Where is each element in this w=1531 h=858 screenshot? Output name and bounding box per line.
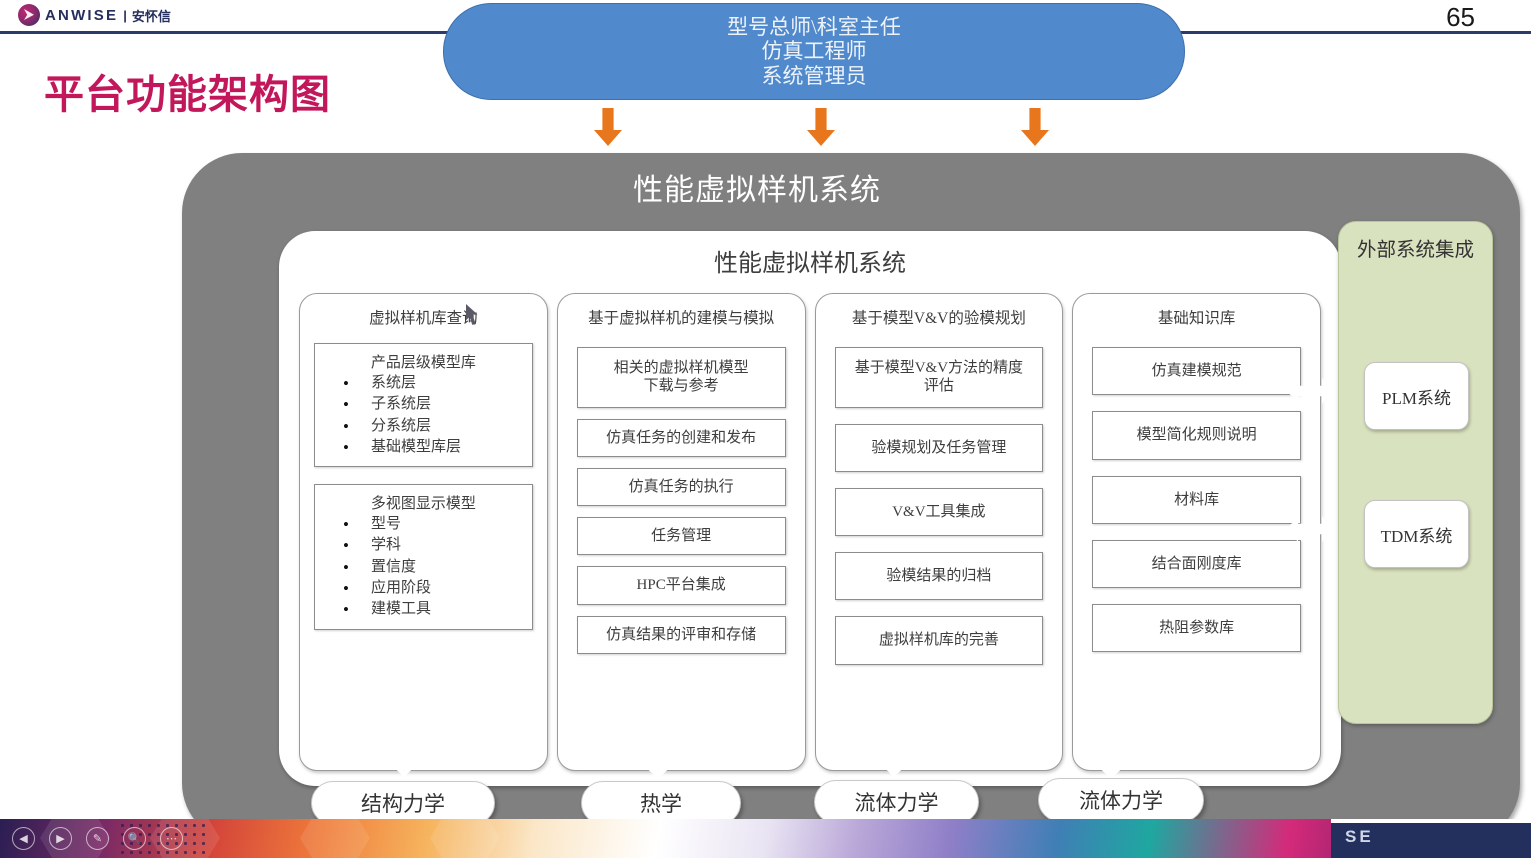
group-multiview-display-model[interactable]: 多视图显示模型 型号 学科 置信度 应用阶段 建模工具 — [314, 484, 533, 630]
cell-item[interactable]: 虚拟样机库的完善 — [834, 616, 1044, 665]
cell-item[interactable]: HPC平台集成 — [576, 566, 786, 605]
down-arrow-icon-1 — [594, 108, 622, 146]
cell-item[interactable]: 任务管理 — [576, 517, 786, 556]
column-virtual-prototype-query[interactable]: 虚拟样机库查询 产品层级模型库 系统层 子系统层 分系统层 基础模型库层 — [299, 293, 548, 771]
column-knowledge-base[interactable]: 基础知识库 仿真建模规范 模型简化规则说明 材料库 结合面刚度库 热阻参数库 — [1072, 293, 1321, 771]
prev-icon[interactable]: ◀ — [12, 827, 35, 850]
bidirectional-arrow-icon-plm — [1287, 378, 1333, 404]
down-arrow-icon-2 — [807, 108, 835, 146]
list-item: 学科 — [343, 534, 530, 558]
inner-panel-title: 性能虚拟样机系统 — [714, 251, 906, 277]
brand-chinese-text: 安怀信 — [131, 8, 171, 24]
group-heading-1: 产品层级模型库 — [370, 355, 476, 371]
mouse-cursor-icon — [466, 304, 480, 325]
bidirectional-arrow-icon-d1 — [391, 729, 417, 777]
group-list-1: 系统层 子系统层 分系统层 基础模型库层 — [317, 372, 530, 460]
group-heading-2: 多视图显示模型 — [370, 496, 476, 513]
list-item: 系统层 — [343, 372, 530, 396]
page-number: 65 — [1446, 2, 1475, 32]
discipline-fluid-mechanics-2[interactable]: 流体力学 — [1038, 778, 1204, 822]
cell-item[interactable]: V&V工具集成 — [834, 487, 1044, 537]
bidirectional-arrow-icon-tdm — [1287, 516, 1333, 542]
page-title: 平台功能架构图 — [44, 73, 331, 117]
cell-item[interactable]: 验模结果的归档 — [834, 552, 1044, 601]
cell-list-4: 仿真建模规范 模型简化规则说明 材料库 结合面刚度库 热阻参数库 — [1073, 330, 1320, 653]
list-item: 应用阶段 — [343, 577, 530, 601]
discipline-thermal[interactable]: 热学 — [581, 781, 741, 825]
anwise-logo-mark — [18, 4, 40, 26]
list-item: 基础模型库层 — [343, 436, 530, 460]
down-arrow-icon-3 — [1021, 108, 1049, 146]
cell-list-2: 相关的虚拟样机模型 下载与参考 仿真任务的创建和发布 仿真任务的执行 任务管理 … — [558, 330, 805, 655]
external-system-tdm[interactable]: TDM系统 — [1364, 500, 1469, 568]
cell-item[interactable]: 仿真任务的执行 — [576, 467, 786, 507]
discipline-fluid-mechanics-1[interactable]: 流体力学 — [814, 780, 979, 824]
external-system-integration-panel: 外部系统集成 PLM系统 TDM系统 — [1338, 221, 1493, 724]
cell-item[interactable]: 热阻参数库 — [1092, 604, 1301, 653]
function-columns: 虚拟样机库查询 产品层级模型库 系统层 子系统层 分系统层 基础模型库层 — [299, 293, 1321, 771]
slideshow-toolbar[interactable]: ◀ ▶ ✎ 🔍 ⋯ SE — [0, 819, 1531, 858]
column-vv-validation-planning[interactable]: 基于模型V&V的验模规划 基于模型V&V方法的精度 评估 验模规划及任务管理 V… — [814, 293, 1064, 771]
pen-icon[interactable]: ✎ — [86, 827, 109, 850]
cell-item[interactable]: 验模规划及任务管理 — [834, 423, 1044, 472]
anwise-logo: ANWISE | 安怀信 — [18, 4, 171, 26]
column-title-1: 虚拟样机库查询 — [369, 310, 478, 327]
toolbar-notch — [1331, 819, 1531, 823]
role-line-3: 系统管理员 — [761, 63, 867, 88]
slideshow-control-icons: ◀ ▶ ✎ 🔍 ⋯ — [12, 827, 183, 850]
cell-item[interactable]: 结合面刚度库 — [1092, 539, 1301, 589]
list-item: 置信度 — [343, 556, 530, 580]
inner-white-panel: 性能虚拟样机系统 虚拟样机库查询 产品层级模型库 系统层 子系统层 分系统层 基… — [279, 231, 1341, 786]
toolbar-hex-decor-4 — [430, 819, 500, 858]
toolbar-right-label: SE — [1345, 827, 1374, 846]
list-item: 分系统层 — [343, 415, 530, 439]
column-title-4: 基础知识库 — [1157, 310, 1236, 327]
role-line-2: 仿真工程师 — [761, 39, 867, 64]
list-item: 建模工具 — [343, 598, 530, 622]
group-product-hierarchy-library[interactable]: 产品层级模型库 系统层 子系统层 分系统层 基础模型库层 — [314, 343, 533, 468]
discipline-structural-mechanics[interactable]: 结构力学 — [311, 781, 495, 825]
list-item: 型号 — [343, 513, 530, 537]
bidirectional-arrow-icon-d4 — [1098, 731, 1124, 779]
bidirectional-arrow-icon-d3 — [881, 729, 907, 777]
toolbar-right-block: SE — [1331, 819, 1531, 858]
cell-item[interactable]: 相关的虚拟样机模型 下载与参考 — [576, 347, 786, 408]
zoom-icon[interactable]: 🔍 — [123, 827, 146, 850]
cell-item[interactable]: 材料库 — [1092, 475, 1301, 524]
column-title-2: 基于虚拟样机的建模与模拟 — [588, 310, 775, 327]
roles-box: 型号总师\科室主任 仿真工程师 系统管理员 — [443, 3, 1185, 100]
cell-item[interactable]: 模型简化规则说明 — [1092, 411, 1301, 460]
list-item: 子系统层 — [343, 393, 530, 417]
column-title-3: 基于模型V&V的验模规划 — [851, 310, 1026, 327]
brand-latin-text: ANWISE — [45, 6, 119, 24]
cell-list-3: 基于模型V&V方法的精度 评估 验模规划及任务管理 V&V工具集成 验模结果的归… — [816, 330, 1063, 665]
column-modeling-and-simulation[interactable]: 基于虚拟样机的建模与模拟 相关的虚拟样机模型 下载与参考 仿真任务的创建和发布 … — [556, 293, 806, 771]
cell-item[interactable]: 基于模型V&V方法的精度 评估 — [834, 347, 1044, 408]
cell-item[interactable]: 仿真结果的评审和存储 — [576, 615, 786, 655]
role-line-1: 型号总师\科室主任 — [727, 14, 901, 39]
toolbar-background — [0, 819, 1531, 858]
more-icon[interactable]: ⋯ — [160, 827, 183, 850]
cell-item[interactable]: 仿真建模规范 — [1092, 347, 1301, 396]
external-panel-title: 外部系统集成 — [1356, 240, 1474, 261]
bidirectional-arrow-icon-d2 — [645, 731, 671, 779]
outer-container-title: 性能虚拟样机系统 — [633, 174, 881, 207]
brand-divider: | — [123, 7, 127, 23]
cell-item[interactable]: 仿真任务的创建和发布 — [576, 418, 786, 457]
performance-virtual-prototype-container: 性能虚拟样机系统 性能虚拟样机系统 虚拟样机库查询 产品层级模型库 系统层 子系… — [182, 153, 1520, 843]
external-system-plm[interactable]: PLM系统 — [1364, 362, 1469, 430]
next-icon[interactable]: ▶ — [49, 827, 72, 850]
group-list-2: 型号 学科 置信度 应用阶段 建模工具 — [317, 513, 530, 623]
toolbar-hex-decor-3 — [300, 819, 370, 858]
